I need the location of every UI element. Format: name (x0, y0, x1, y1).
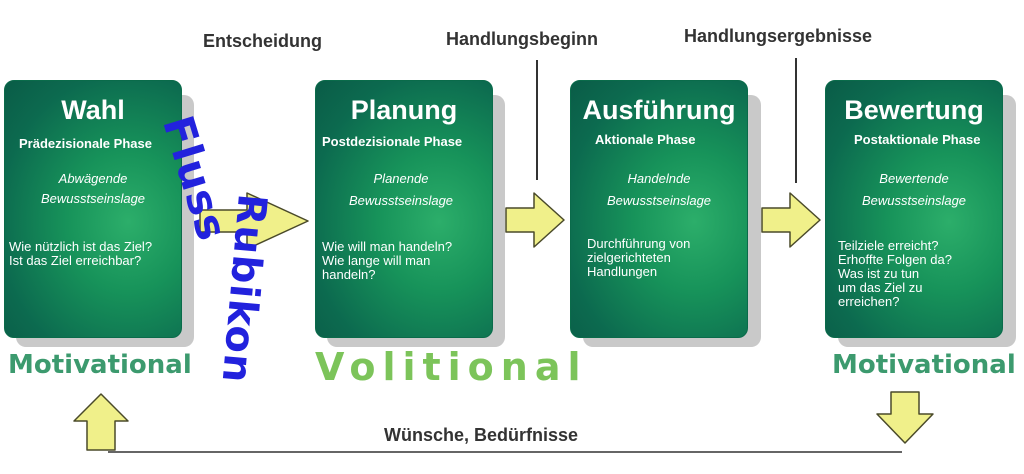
handlungsbeginn-line (536, 60, 538, 180)
arrow-right-icon (505, 192, 565, 248)
mindset-line1: Planende (373, 171, 429, 186)
question-line: Handlungen (587, 264, 658, 279)
question-line: Wie lange will man (322, 253, 431, 268)
mindset-line1: Abwägende (58, 171, 128, 186)
handlungsergebnisse-line (795, 58, 797, 183)
label-volitional: Volitional (315, 345, 588, 389)
mindset-line2: Bewusstseinslage (606, 193, 712, 208)
mindset-line2: Bewusstseinslage (861, 193, 967, 208)
question-line: um das Ziel zu (838, 280, 923, 295)
phase-subtitle: Postdezisionale Phase (322, 134, 463, 149)
mindset-line2: Bewusstseinslage (348, 193, 454, 208)
question-line: zielgerichteten (587, 250, 671, 265)
phase-title: Bewertung (844, 95, 984, 125)
phase-title: Planung (350, 95, 458, 125)
phase-title: Wahl (61, 95, 125, 125)
phase-box-bewertung: Bewertung Postaktionale Phase Bewertende… (825, 80, 1003, 338)
question-line: Durchführung von (587, 236, 691, 251)
phase-box-wahl: Wahl Prädezisionale Phase Abwägende Bewu… (4, 80, 182, 338)
arrow-right-icon (199, 192, 309, 250)
label-motivational-left: Motivational (8, 350, 192, 380)
phase-box-planung: Planung Postdezisionale Phase Planende B… (315, 80, 493, 338)
label-handlungsergebnisse: Handlungsergebnisse (684, 26, 873, 46)
question-line: Erhoffte Folgen da? (838, 252, 952, 267)
phase-box-ausfuehrung: Ausführung Aktionale Phase Handelnde Bew… (570, 80, 748, 338)
question-line: Wie nützlich ist das Ziel? (9, 239, 153, 254)
label-handlungsbeginn: Handlungsbeginn (446, 29, 598, 49)
question-line: erreichen? (838, 294, 900, 309)
question-line: Ist das Ziel erreichbar? (9, 253, 142, 268)
mindset-line1: Bewertende (879, 171, 949, 186)
arrow-right-icon (761, 192, 821, 248)
mindset-line2: Bewusstseinslage (40, 191, 146, 206)
arrow-up-icon (73, 393, 129, 451)
question-line: Teilziele erreicht? (838, 238, 939, 253)
cycle-label: Wünsche, Bedürfnisse (384, 425, 579, 445)
question-line: handeln? (322, 267, 376, 282)
phase-title: Ausführung (582, 95, 736, 125)
label-entscheidung: Entscheidung (203, 31, 323, 51)
question-line: Was ist zu tun (838, 266, 920, 281)
phase-subtitle: Postaktionale Phase (854, 132, 981, 147)
phase-subtitle: Aktionale Phase (595, 132, 696, 147)
question-line: Wie will man handeln? (322, 239, 453, 254)
phase-subtitle: Prädezisionale Phase (19, 136, 152, 151)
mindset-line1: Handelnde (627, 171, 691, 186)
arrow-down-icon (876, 391, 934, 444)
label-motivational-right: Motivational (832, 350, 1016, 380)
